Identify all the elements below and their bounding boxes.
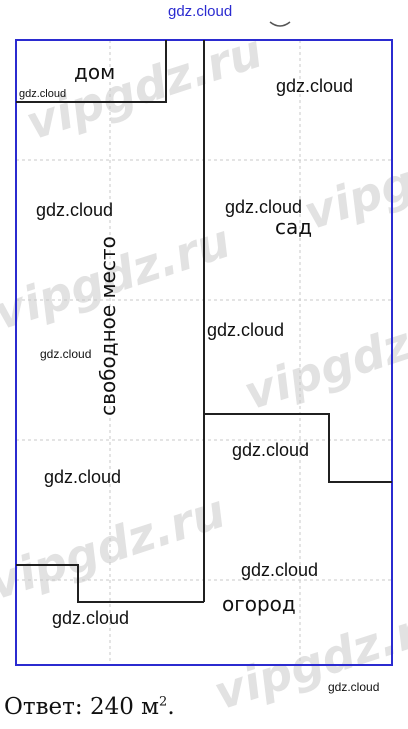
site-mark: gdz.cloud (40, 347, 92, 361)
site-mark: gdz.cloud (52, 608, 130, 628)
zone-label-garden: сад (275, 215, 313, 239)
answer-exponent: 2 (159, 694, 168, 710)
site-mark: gdz.cloud (168, 3, 233, 20)
site-mark: gdz.cloud (44, 467, 122, 487)
site-mark: gdz.cloud (207, 320, 285, 340)
answer-line: Ответ: 240 м2. (4, 694, 175, 720)
site-mark: gdz.cloud (232, 440, 310, 460)
site-mark: gdz.cloud (225, 197, 303, 217)
site-mark: gdz.cloud (276, 76, 354, 96)
answer-value: 240 (89, 694, 134, 720)
site-mark: gdz.cloud (328, 680, 380, 694)
site-mark: gdz.cloud (19, 88, 67, 100)
lower-notch (16, 564, 204, 603)
zone-label-house: дом (74, 60, 116, 84)
answer-suffix: . (167, 694, 175, 720)
zone-label-vegetable-garden: огород (222, 592, 296, 616)
house-outline (16, 40, 167, 103)
answer-unit: м (141, 694, 160, 720)
top-arc (269, 21, 291, 27)
site-mark: gdz.cloud (241, 560, 319, 580)
garden-boundary (204, 413, 392, 483)
zone-label-free-space: свободное место (96, 236, 120, 416)
answer-prefix: Ответ: (4, 694, 83, 720)
site-mark: gdz.cloud (36, 200, 114, 220)
